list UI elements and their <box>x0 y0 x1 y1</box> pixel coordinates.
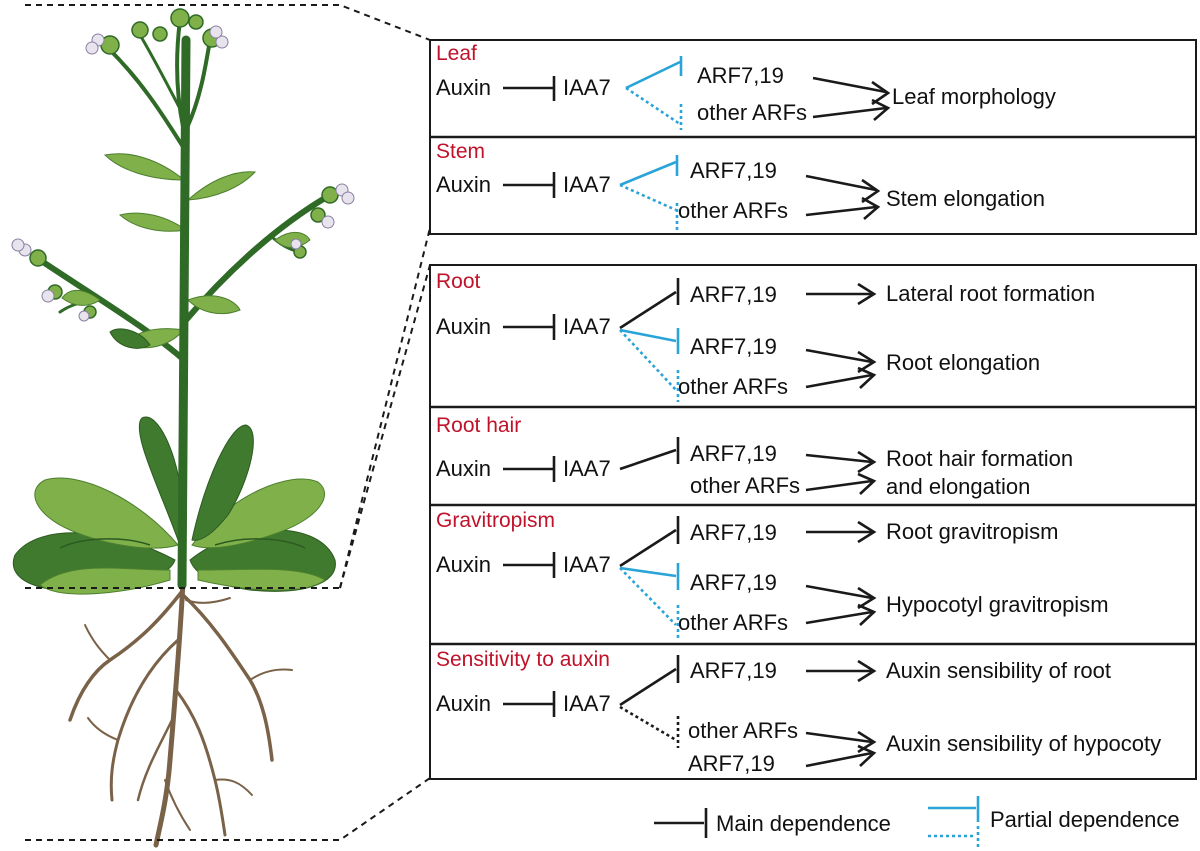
panel-root-hair: Root hair Auxin IAA7 ARF7,19 other ARFs … <box>436 414 1073 499</box>
partial-dotted-line <box>619 183 677 212</box>
arrow-line <box>805 205 877 217</box>
auxin-label: Auxin <box>436 172 491 197</box>
panel-title: Root <box>436 270 481 293</box>
main-line <box>619 667 677 707</box>
arrow-head <box>857 472 877 495</box>
outcome-label: Auxin sensibility of hypocoty <box>886 731 1161 756</box>
auxin-label: Auxin <box>436 456 491 481</box>
arrow-head <box>871 80 891 106</box>
arrow-line <box>805 584 873 600</box>
arf-main-label: ARF7,19 <box>690 570 777 595</box>
arrow-line <box>805 348 873 364</box>
auxin-label: Auxin <box>436 75 491 100</box>
outcome-top-label: Root gravitropism <box>886 519 1058 544</box>
partial-line <box>619 566 677 578</box>
arrow-head <box>861 178 881 204</box>
arrow-line <box>805 453 873 464</box>
arrow-head <box>871 98 891 121</box>
arf-other-label: other ARFs <box>697 100 807 125</box>
plant-illustration <box>11 8 355 848</box>
arf-other-label: other ARFs <box>678 374 788 399</box>
auxin-label: Auxin <box>436 552 491 577</box>
arf-top-label: ARF7,19 <box>690 520 777 545</box>
panel-sensitivity: Sensitivity to auxin Auxin IAA7 ARF7,19 … <box>436 648 1161 776</box>
arf-main-label: ARF7,19 <box>690 334 777 359</box>
iaa7-label: IAA7 <box>563 552 611 577</box>
arf-other-label: other ARFs <box>678 198 788 223</box>
outcome-line1-label: Root hair formation <box>886 446 1073 471</box>
iaa7-label: IAA7 <box>563 75 611 100</box>
iaa7-label: IAA7 <box>563 456 611 481</box>
iaa7-label: IAA7 <box>563 691 611 716</box>
arrow-line <box>805 751 873 768</box>
outcome-top-label: Auxin sensibility of root <box>886 658 1111 683</box>
legend-partial-label: Partial dependence <box>990 807 1180 832</box>
auxin-label: Auxin <box>436 314 491 339</box>
main-line <box>619 528 677 568</box>
panel-gravitropism: Gravitropism Auxin IAA7 ARF7,19 Root gra… <box>436 509 1109 638</box>
flowers <box>11 8 355 322</box>
arf-other-label: other ARFs <box>678 610 788 635</box>
arrow-head <box>857 366 877 389</box>
partial-line <box>625 60 681 90</box>
partial-dotted-line <box>619 705 677 742</box>
panel-title: Stem <box>436 140 485 163</box>
arrow-line <box>805 731 873 744</box>
outcome-line2-label: and elongation <box>886 474 1030 499</box>
outcome-top-label: Lateral root formation <box>886 281 1095 306</box>
zoom-connectors <box>25 4 431 841</box>
partial-line <box>619 160 677 187</box>
outcome-label: Hypocotyl gravitropism <box>886 592 1109 617</box>
arrow-head <box>857 520 877 544</box>
arf-top-label: ARF7,19 <box>690 658 777 683</box>
panel-leaf: Leaf Auxin IAA7 ARF7,19 other ARFs Leaf … <box>436 42 1056 130</box>
outcome-label: Root elongation <box>886 350 1040 375</box>
arf-main-label: ARF7,19 <box>690 158 777 183</box>
arrow-head <box>861 196 881 220</box>
arrow-head <box>857 450 877 474</box>
main-line <box>619 290 677 330</box>
panel-title: Root hair <box>436 414 521 437</box>
arrow-head <box>857 659 877 683</box>
partial-dotted-line <box>619 329 677 391</box>
box-root <box>429 264 1197 780</box>
iaa7-label: IAA7 <box>563 172 611 197</box>
iaa7-label: IAA7 <box>563 314 611 339</box>
outcome-label: Stem elongation <box>886 186 1045 211</box>
main-line <box>619 448 677 471</box>
arrow-line <box>805 373 873 389</box>
arf-main-label: ARF7,19 <box>697 63 784 88</box>
arrow-line <box>805 479 873 492</box>
arrow-head <box>857 282 877 306</box>
arrow-head <box>857 586 877 610</box>
rosette-leaves <box>12 416 336 595</box>
arrow-line <box>805 610 873 625</box>
arrow-head <box>857 350 877 374</box>
partial-line <box>619 328 677 343</box>
partial-dotted-line <box>625 86 681 126</box>
arrow-head <box>857 603 877 626</box>
arf-bottom-label: ARF7,19 <box>688 751 775 776</box>
arrow-head <box>857 744 877 767</box>
partial-dotted-line <box>619 567 677 626</box>
arrow-line <box>812 76 887 94</box>
arf-other-label: other ARFs <box>688 718 798 743</box>
outcome-label: Leaf morphology <box>892 84 1056 109</box>
arf-top-label: ARF7,19 <box>690 282 777 307</box>
legend-main-label: Main dependence <box>716 811 891 836</box>
panel-root: Root Auxin IAA7 ARF7,19 Lateral root for… <box>436 270 1095 402</box>
arf-other-label: other ARFs <box>690 473 800 498</box>
auxin-label: Auxin <box>436 691 491 716</box>
arrow-line <box>805 174 877 192</box>
roots <box>68 579 293 848</box>
panel-stem: Stem Auxin IAA7 ARF7,19 other ARFs Stem … <box>436 140 1045 230</box>
panel-title: Sensitivity to auxin <box>436 648 610 671</box>
panel-title: Gravitropism <box>436 509 555 532</box>
arrow-line <box>812 106 887 119</box>
arf-main-label: ARF7,19 <box>690 441 777 466</box>
main-stem <box>177 35 191 590</box>
legend: Main dependence Partial dependence <box>654 796 1180 850</box>
panel-title: Leaf <box>436 42 477 65</box>
